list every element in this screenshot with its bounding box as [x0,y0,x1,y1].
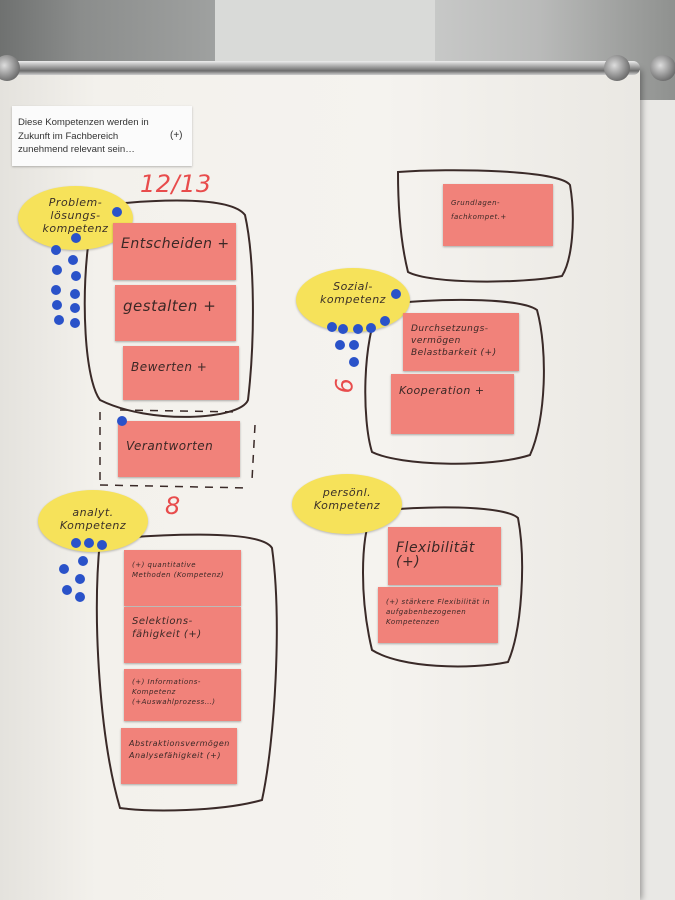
sticky-note: Verantworten [118,421,240,477]
vote-dot [70,289,80,299]
prompt-card-plus: (+) [170,130,183,141]
vote-dot [52,300,62,310]
outline-analyt-group [95,533,278,812]
flipchart-rod [0,61,640,75]
vote-dot [51,245,61,255]
count-sozial: 9 [328,378,357,394]
vote-dot [71,538,81,548]
vote-dot [97,540,107,550]
vote-dot [62,585,72,595]
count-analyt: 8 [165,492,181,520]
oval-sozial: Sozial-kompetenz [296,268,410,332]
vote-dot [349,357,359,367]
vote-dot [112,207,122,217]
sticky-note-text: gestalten + [123,297,217,315]
sticky-note-text: Durchsetzungs-vermögen Belastbarkeit (+) [411,324,497,358]
sticky-note: Flexibilität (+) [388,527,501,585]
vote-dot [78,556,88,566]
vote-dot [335,340,345,350]
outline-persoenl-group [362,506,524,668]
sticky-note-text: Kooperation + [399,384,485,397]
sticky-note-text: Entscheiden + [121,236,230,252]
rod-knob-right [604,55,630,81]
sticky-note: Entscheiden + [113,223,236,280]
vote-dot [71,271,81,281]
prompt-card-text: Diese Kompetenzen werden in Zukunft im F… [18,117,149,155]
vote-dot [75,574,85,584]
rod-knob-left [0,55,20,81]
rod-knob-far-right [650,55,675,81]
sticky-note-text: Abstraktionsvermögen Analysefähigkeit (+… [129,739,230,760]
prompt-card: Diese Kompetenzen werden in Zukunft im F… [12,106,192,166]
sticky-note-text: Grundlagen-fachkompet.+ [451,199,507,221]
sticky-note-text: (+) Informations-Kompetenz (+Auswahlproz… [132,678,216,706]
outline-verantworten-dashed [99,409,256,489]
oval-persoenl: persönl. Kompetenz [292,474,402,534]
oval-persoenl-text: persönl. Kompetenz [313,486,381,512]
sticky-note-text: (+) stärkere Flexibilität in aufgabenbez… [386,598,490,626]
vote-dot [327,322,337,332]
sticky-note-text: Verantworten [126,439,214,453]
vote-dot [349,340,359,350]
sticky-note: Selektions-fähigkeit (+) [124,607,241,663]
vote-dot [391,289,401,299]
sticky-note-text: (+) quantitative Methoden (Kompetenz) [132,561,225,579]
sticky-note-text: Selektions-fähigkeit (+) [132,616,202,640]
wall-highlight [215,0,435,70]
oval-sozial-text: Sozial-kompetenz [320,280,386,306]
sticky-note-text: Bewerten + [131,360,208,374]
vote-dot [84,538,94,548]
sticky-note: Durchsetzungs-vermögen Belastbarkeit (+) [403,313,519,371]
sticky-note-text: Flexibilität (+) [396,540,475,570]
vote-dot [70,318,80,328]
sticky-note: (+) Informations-Kompetenz (+Auswahlproz… [124,669,241,721]
sticky-note: gestalten + [115,285,236,341]
oval-analyt-text: analyt. Kompetenz [59,506,127,532]
vote-dot [54,315,64,325]
vote-dot [380,316,390,326]
vote-dot [68,255,78,265]
vote-dot [71,233,81,243]
sticky-note: (+) stärkere Flexibilität in aufgabenbez… [378,587,498,643]
sticky-note: Grundlagen-fachkompet.+ [443,184,553,246]
count-problem: 12/13 [140,170,212,198]
vote-dot [366,323,376,333]
sticky-note: (+) quantitative Methoden (Kompetenz) [124,550,241,606]
vote-dot [117,416,127,426]
sticky-note: Abstraktionsvermögen Analysefähigkeit (+… [121,728,237,784]
outline-sozial-group [364,298,545,465]
vote-dot [353,324,363,334]
vote-dot [51,285,61,295]
sticky-note: Bewerten + [123,346,239,400]
vote-dot [338,324,348,334]
oval-problem-text: Problem-lösungs-kompetenz [42,196,109,235]
outline-grundlagen [396,169,574,283]
vote-dot [70,303,80,313]
vote-dot [52,265,62,275]
sticky-note: Kooperation + [391,374,514,434]
vote-dot [59,564,69,574]
vote-dot [75,592,85,602]
